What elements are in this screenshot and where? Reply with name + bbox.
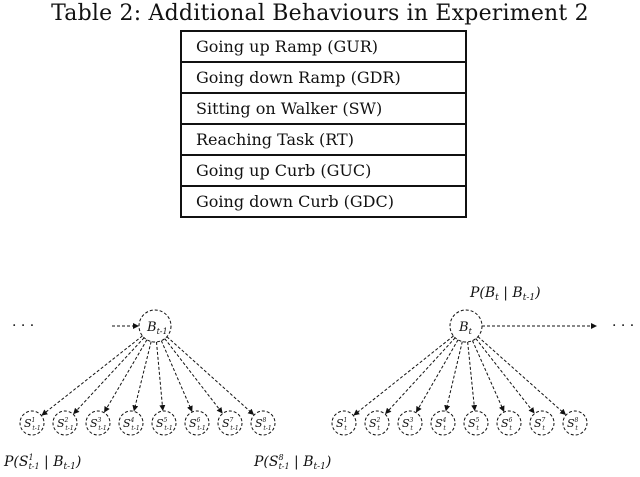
sensor-prev-edge [104,339,148,413]
svg-text:S7t-1: S7t-1 [222,417,239,432]
sensor-prev-edge [160,340,193,412]
table-caption: Table 2: Additional Behaviours in Experi… [51,1,589,26]
table-row: Going down Curb (GDC) [180,185,467,218]
svg-text:S7t: S7t [534,417,546,432]
svg-text:S5t: S5t [468,417,480,432]
svg-text:S4t-1: S4t-1 [123,417,140,432]
table-row: Reaching Task (RT) [180,123,467,156]
sensor-prev-edge [155,341,166,412]
ellipsis-right: · · · [612,318,634,334]
svg-text:S6t: S6t [501,417,513,432]
svg-text:S5t-1: S5t-1 [156,417,173,432]
table-row: Going up Ramp (GUR) [180,30,467,63]
behaviour-cell: Going down Ramp (GDR) [180,61,467,94]
sensor-curr-edge [472,340,505,413]
svg-text:S3t: S3t [402,417,414,432]
svg-text:Bt-1: Bt-1 [146,320,168,336]
sensor-curr-edge [477,336,567,416]
sensor-curr-edge [385,337,456,415]
behaviour-cell: Reaching Task (RT) [180,123,467,156]
svg-text:S2t: S2t [369,417,381,432]
table-row: Sitting on Walker (SW) [180,92,467,125]
svg-text:S1t: S1t [336,417,347,432]
svg-text:Bt: Bt [458,320,473,336]
sensor-curr-edge [415,339,459,413]
sensor-prev-edge [166,336,255,415]
svg-text:S8t-1: S8t-1 [255,417,272,432]
svg-text:S1t-1: S1t-1 [24,417,41,432]
table-row: Going up Curb (GUC) [180,154,467,187]
sensor-prev-edge [164,338,223,414]
behaviour-node-prev: Bt-1 [138,309,172,343]
behaviour-cell: Going down Curb (GDC) [180,185,467,218]
behaviour-node-curr: Bt [449,309,483,343]
behaviour-cell: Going up Curb (GUC) [180,154,467,187]
sensor-prev-edge [73,337,145,415]
transition-probability-label: P(Bt | Bt-1) [469,285,541,303]
svg-text:S2t-1: S2t-1 [57,417,74,432]
table-row: Going down Ramp (GDR) [180,61,467,94]
svg-text:S6t-1: S6t-1 [189,417,206,432]
behaviour-cell: Going up Ramp (GUR) [180,30,467,63]
sensor-curr-edge [353,335,454,416]
svg-text:S3t-1: S3t-1 [90,417,107,432]
sensor-prev-edge [132,341,152,412]
behaviours-table: Going up Ramp (GUR)Going down Ramp (GDR)… [180,30,467,218]
svg-text:S8t: S8t [567,417,579,432]
sensor-curr-edge [475,338,535,414]
ellipsis-left: · · · [12,318,34,334]
sensor-prev-edge [41,335,143,416]
sensor-curr-edge [444,341,463,412]
svg-text:S4t: S4t [435,417,447,432]
sensor-curr-edge [467,341,478,412]
behaviour-cell: Sitting on Walker (SW) [180,92,467,125]
